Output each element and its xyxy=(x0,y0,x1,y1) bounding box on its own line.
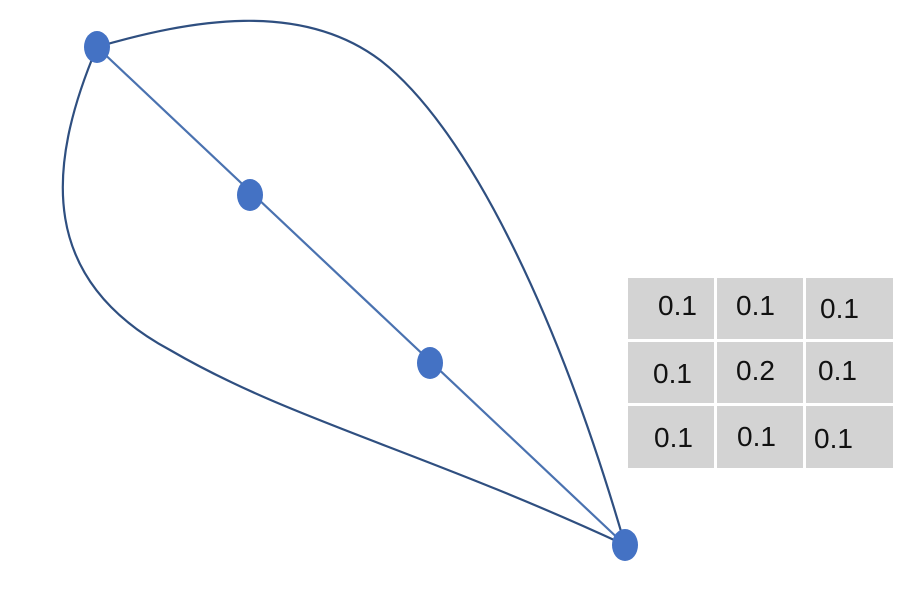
matrix-cell: 0.2 xyxy=(717,342,803,403)
matrix-cell: 0.1 xyxy=(717,278,803,339)
center-edge xyxy=(96,46,626,546)
matrix-cell: 0.1 xyxy=(806,406,893,468)
matrix-cell: 0.1 xyxy=(628,406,714,468)
matrix-cell: 0.1 xyxy=(717,406,803,468)
matrix-cell: 0.1 xyxy=(806,278,893,339)
cell-value: 0.1 xyxy=(653,358,692,389)
node-bottom xyxy=(612,529,638,561)
cell-value: 0.2 xyxy=(736,355,775,386)
cell-value: 0.1 xyxy=(736,290,775,321)
node-top xyxy=(84,31,110,63)
teardrop-outline-left xyxy=(61,46,626,546)
cell-value: 0.1 xyxy=(820,293,859,324)
cell-value: 0.1 xyxy=(737,421,776,452)
weight-matrix: 0.1 0.1 0.1 0.1 0.2 0.1 0.1 0.1 0.1 xyxy=(628,278,893,468)
cell-value: 0.1 xyxy=(814,423,853,454)
cell-value: 0.1 xyxy=(658,290,697,321)
node-upper-mid xyxy=(237,179,263,211)
cell-value: 0.1 xyxy=(654,422,693,453)
cell-value: 0.1 xyxy=(818,355,857,386)
node-lower-mid xyxy=(417,347,443,379)
matrix-cell: 0.1 xyxy=(628,342,714,403)
matrix-cell: 0.1 xyxy=(806,342,893,403)
teardrop-outline xyxy=(96,19,627,546)
matrix-cell: 0.1 xyxy=(628,278,714,339)
